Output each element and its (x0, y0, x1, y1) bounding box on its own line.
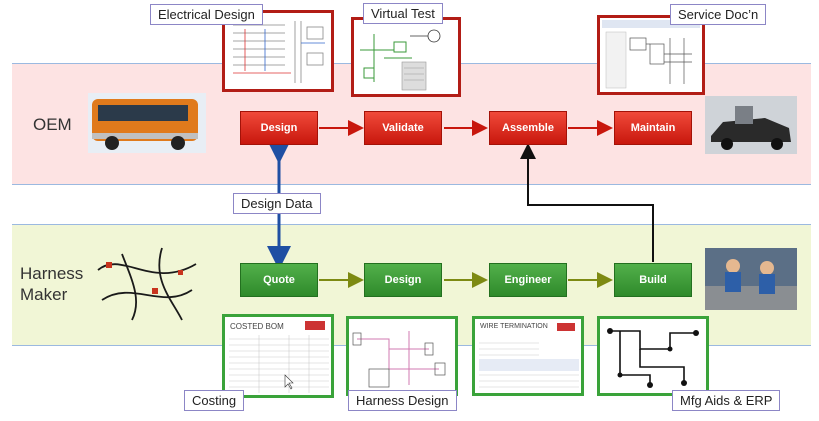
callout-virtual-test: Virtual Test (363, 3, 443, 24)
wiring-board-icon (607, 328, 699, 388)
bus-icon (88, 93, 206, 153)
logo-icon (557, 323, 575, 331)
arrow-build-assemble (520, 143, 654, 262)
harness-maker-label: Harness Maker (20, 264, 84, 304)
step-oem-validate: Validate (364, 111, 442, 145)
wire-termination-title: WIRE TERMINATION (480, 323, 548, 330)
document-icon (602, 20, 700, 89)
logo-icon (305, 321, 325, 330)
car-icon (705, 96, 797, 154)
step-oem-maintain: Maintain (614, 111, 692, 145)
step-oem-assemble: Assemble (489, 111, 567, 145)
harness-design-thumbnail (346, 316, 458, 396)
factory-icon (705, 248, 797, 310)
callout-mfg-aids-erp: Mfg Aids & ERP (672, 390, 781, 411)
table-icon (229, 335, 329, 393)
costed-bom-title: COSTED BOM (230, 322, 284, 331)
step-hm-quote: Quote (240, 263, 318, 297)
factory-workers-photo (705, 248, 797, 310)
car-service-photo (705, 96, 797, 154)
mfg-aids-thumbnail (597, 316, 709, 396)
service-docn-thumbnail (597, 15, 705, 95)
wire-harness-photo (92, 240, 204, 326)
callout-electrical-design: Electrical Design (150, 4, 263, 25)
schematic-icon (233, 21, 325, 83)
callout-costing: Costing (184, 390, 245, 411)
step-oem-design: Design (240, 111, 318, 145)
callout-service-docn: Service Doc’n (670, 4, 767, 25)
callout-design-data: Design Data (233, 193, 321, 214)
bus-photo (88, 93, 206, 153)
wire-termination-thumbnail: WIRE TERMINATION (472, 316, 584, 396)
step-hm-design: Design (364, 263, 442, 297)
step-hm-build: Build (614, 263, 692, 297)
costing-thumbnail: COSTED BOM (222, 314, 334, 398)
step-hm-engineer: Engineer (489, 263, 567, 297)
simulation-icon (360, 29, 441, 91)
oem-label: OEM (33, 115, 72, 134)
callout-harness-design: Harness Design (348, 390, 457, 411)
harness-layout-icon (352, 331, 446, 388)
virtual-test-thumbnail (351, 17, 461, 97)
harness-icon (97, 247, 197, 321)
form-icon (479, 342, 579, 388)
